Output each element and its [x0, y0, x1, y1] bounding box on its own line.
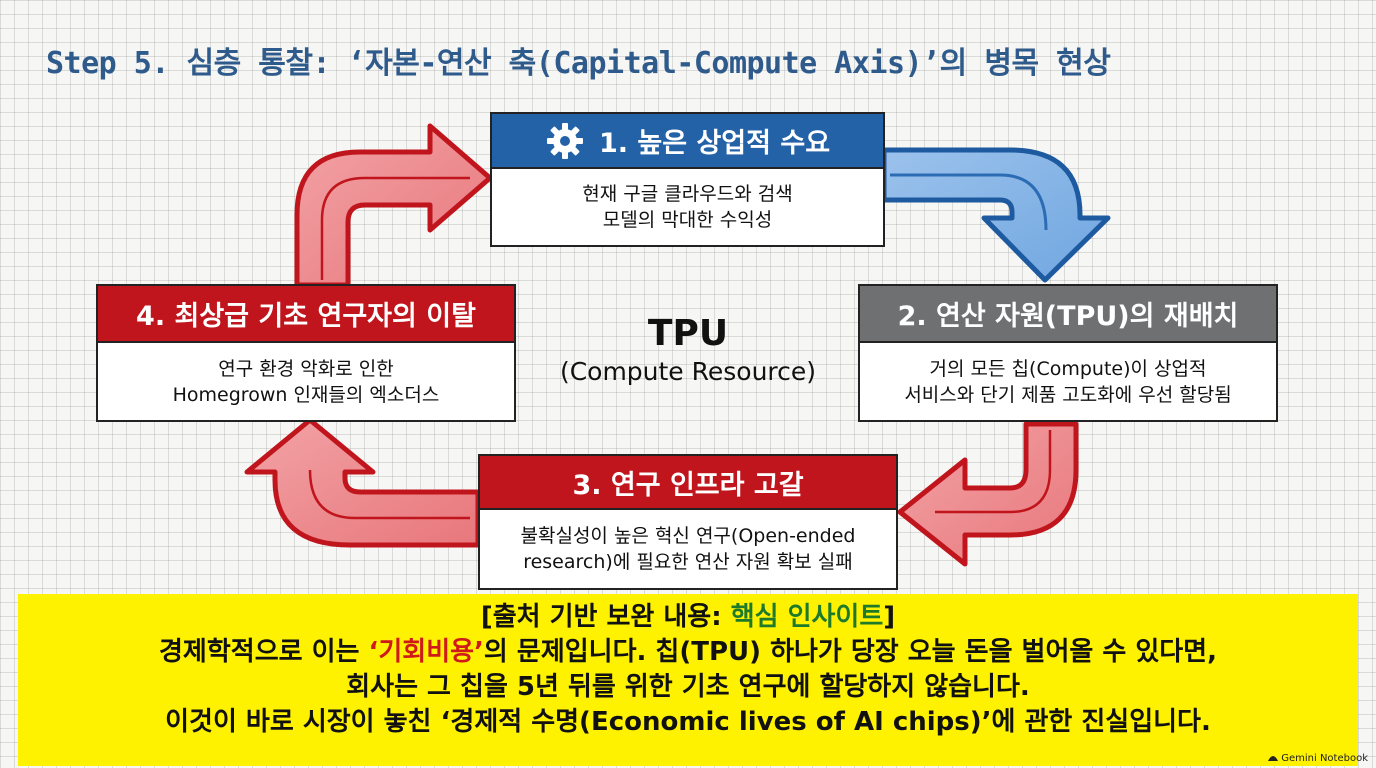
step-1-body: 현재 구글 클라우드와 검색 모델의 막대한 수익성: [490, 167, 885, 247]
center-main: TPU: [647, 313, 729, 354]
step-3-line-2: research)에 필요한 연산 자원 확보 실패: [523, 551, 853, 573]
callout-heading-suffix: ]: [883, 602, 896, 632]
arrow-3-to-4: [244, 417, 481, 548]
watermark: Gemini Notebook: [1268, 753, 1368, 764]
watermark-text: Gemini Notebook: [1281, 753, 1368, 764]
step-3-body: 불확실성이 높은 혁신 연구(Open-ended research)에 필요한…: [478, 508, 898, 590]
gear-icon: [545, 121, 585, 161]
notebook-logo-icon: [1268, 753, 1279, 764]
step-2-title: 2. 연산 자원(TPU)의 재배치: [897, 301, 1239, 332]
step-1-title: 1. 높은 상업적 수요: [598, 128, 831, 159]
step-2-body: 거의 모든 칩(Compute)이 상업적 서비스와 단기 제품 고도화에 우선…: [858, 341, 1278, 422]
arrow-1-to-2: [881, 147, 1111, 283]
insight-callout: [출처 기반 보완 내용: 핵심 인사이트] 경제학적으로 이는 ‘기회비용’의…: [18, 594, 1358, 766]
callout-line-1-highlight: ‘기회비용’: [368, 637, 484, 667]
step-3-header: 3. 연구 인프라 고갈: [478, 454, 898, 510]
callout-line-3: 이것이 바로 시장이 놓친 ‘경제적 수명(Economic lives of …: [165, 707, 1211, 737]
step-2-line-2: 서비스와 단기 제품 고도화에 우선 할당됨: [904, 383, 1232, 406]
callout-line-2: 회사는 그 칩을 5년 뒤를 위한 기초 연구에 할당하지 않습니다.: [346, 672, 1030, 702]
step-4-body: 연구 환경 악화로 인한 Homegrown 인재들의 엑소더스: [96, 341, 516, 422]
step-1-header: 1. 높은 상업적 수요: [490, 112, 885, 169]
step-3-title: 3. 연구 인프라 고갈: [572, 469, 804, 501]
callout-line-1-suffix: 의 문제입니다. 칩(TPU) 하나가 당장 오늘 돈을 벌어올 수 있다면,: [483, 637, 1217, 667]
page-title: Step 5. 심층 통찰: ‘자본-연산 축(Capital-Compute …: [46, 46, 1111, 81]
cycle-arrows: [244, 123, 1111, 567]
center-label: TPU (Compute Resource): [540, 312, 836, 388]
step-4-line-1: 연구 환경 악화로 인한: [218, 357, 394, 380]
step-4-header: 4. 최상급 기초 연구자의 이탈: [96, 284, 516, 343]
step-2-line-1: 거의 모든 칩(Compute)이 상업적: [929, 357, 1207, 380]
step-2-header: 2. 연산 자원(TPU)의 재배치: [858, 284, 1278, 343]
step-3-line-1: 불확실성이 높은 혁신 연구(Open-ended: [520, 525, 856, 547]
step-1-line-2: 모델의 막대한 수익성: [602, 209, 773, 231]
callout-heading-prefix: [출처 기반 보완 내용:: [480, 602, 731, 632]
center-sub: (Compute Resource): [559, 357, 817, 386]
callout-line-1: 경제학적으로 이는 ‘기회비용’의 문제입니다. 칩(TPU) 하나가 당장 오…: [18, 635, 1358, 670]
step-4-line-2: Homegrown 인재들의 엑소더스: [172, 383, 440, 406]
step-1-line-1: 현재 구글 클라우드와 검색: [582, 183, 793, 205]
step-4-title: 4. 최상급 기초 연구자의 이탈: [136, 301, 476, 332]
callout-heading: [출처 기반 보완 내용: 핵심 인사이트]: [18, 600, 1358, 635]
callout-line-1-prefix: 경제학적으로 이는: [159, 637, 369, 667]
arrow-4-to-1: [294, 123, 493, 288]
callout-heading-highlight: 핵심 인사이트: [730, 602, 884, 632]
arrow-2-to-3: [897, 421, 1079, 567]
